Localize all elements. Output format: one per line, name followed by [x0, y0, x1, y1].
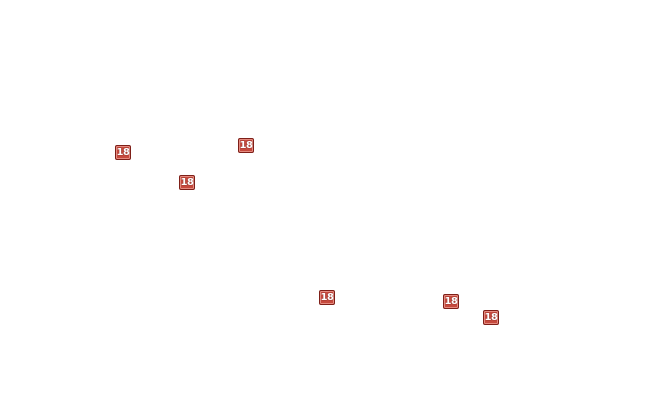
- route-18-shield-icon[interactable]: 18: [443, 294, 459, 309]
- route-18-shield-icon[interactable]: 18: [319, 290, 335, 305]
- route-shield-label: 18: [320, 291, 334, 303]
- route-shield-label: 18: [116, 146, 130, 158]
- route-shield-label: 18: [484, 311, 498, 323]
- route-shield-label: 18: [444, 295, 458, 307]
- route-18-shield-icon[interactable]: 18: [238, 138, 254, 153]
- route-shield-label: 18: [239, 139, 253, 151]
- route-18-shield-icon[interactable]: 18: [483, 310, 499, 325]
- route-18-shield-icon[interactable]: 18: [179, 175, 195, 190]
- route-18-shield-icon[interactable]: 18: [115, 145, 131, 160]
- route-shield-label: 18: [180, 176, 194, 188]
